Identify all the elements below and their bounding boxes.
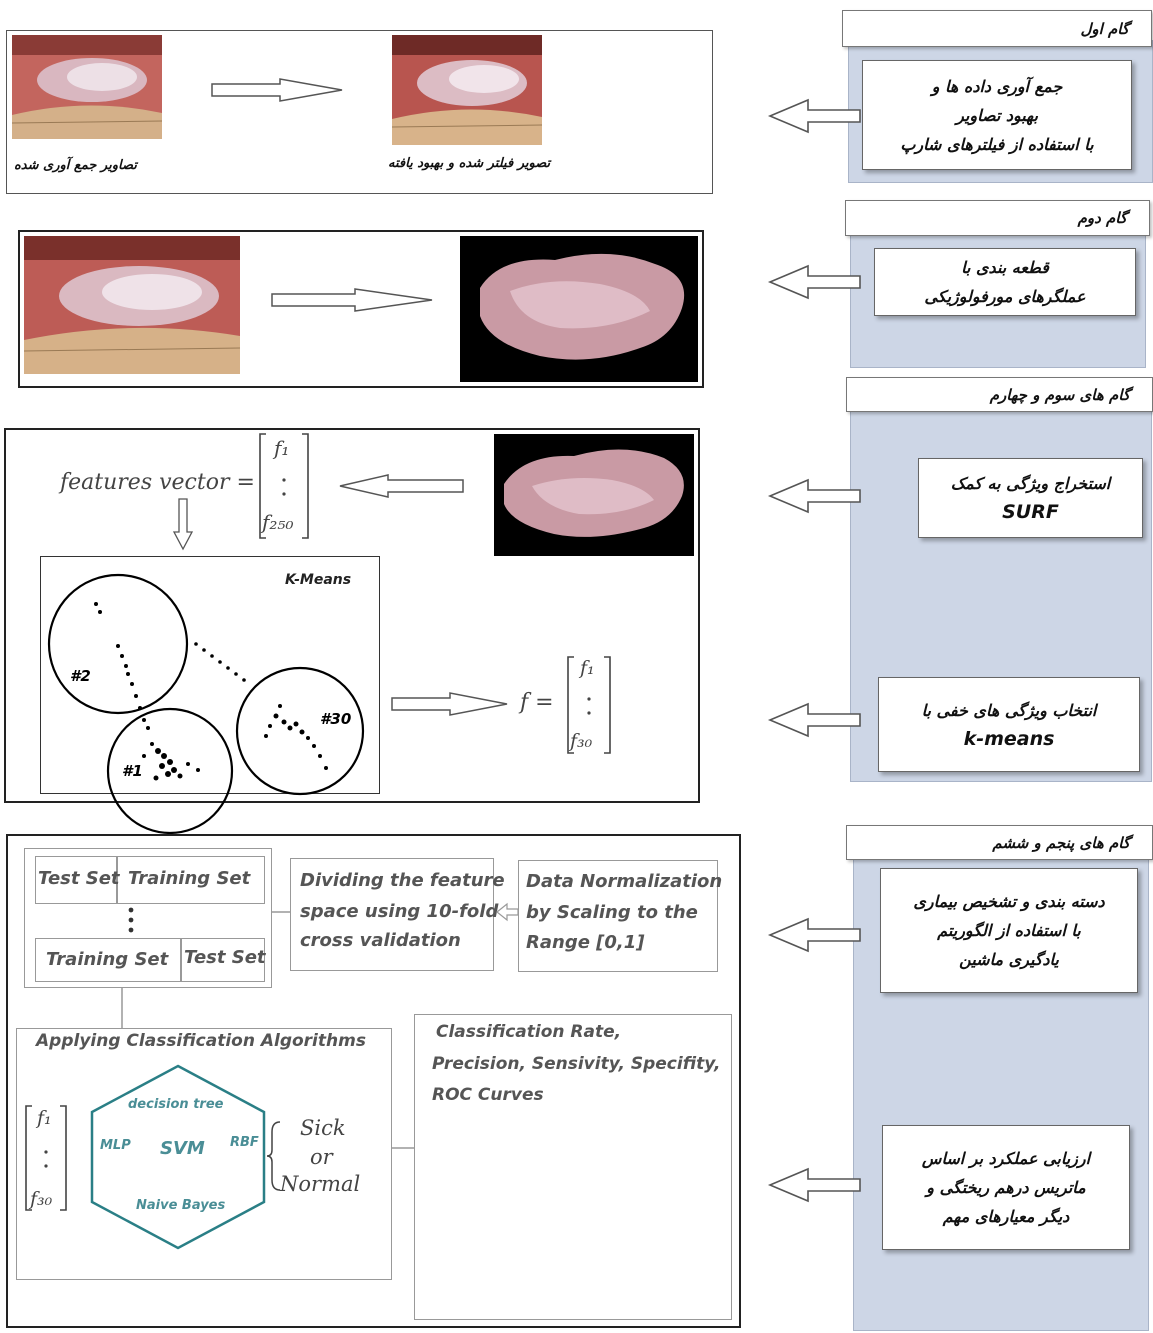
algorithm-rbf: RBF <box>230 1135 259 1150</box>
algorithm-svm: SVM <box>160 1138 205 1159</box>
metrics-line-1: Classification Rate, <box>436 1022 621 1042</box>
metrics-line-3: ROC Curves <box>432 1085 544 1105</box>
outcome-sick: Sick <box>300 1116 346 1140</box>
metrics-line-2: Precision, Sensivity, Specifity, <box>432 1054 720 1074</box>
input-vector-top: f₁ <box>37 1107 52 1129</box>
outcome-or: or <box>310 1145 333 1169</box>
applying-title: Applying Classification Algorithms <box>36 1031 366 1051</box>
algorithm-naive-bayes: Naive Bayes <box>136 1198 225 1213</box>
algorithm-decision-tree: decision tree <box>128 1097 223 1112</box>
algorithm-mlp: MLP <box>100 1138 131 1153</box>
outcome-normal: Normal <box>280 1172 360 1196</box>
input-vector-bottom: f₃₀ <box>30 1188 52 1210</box>
